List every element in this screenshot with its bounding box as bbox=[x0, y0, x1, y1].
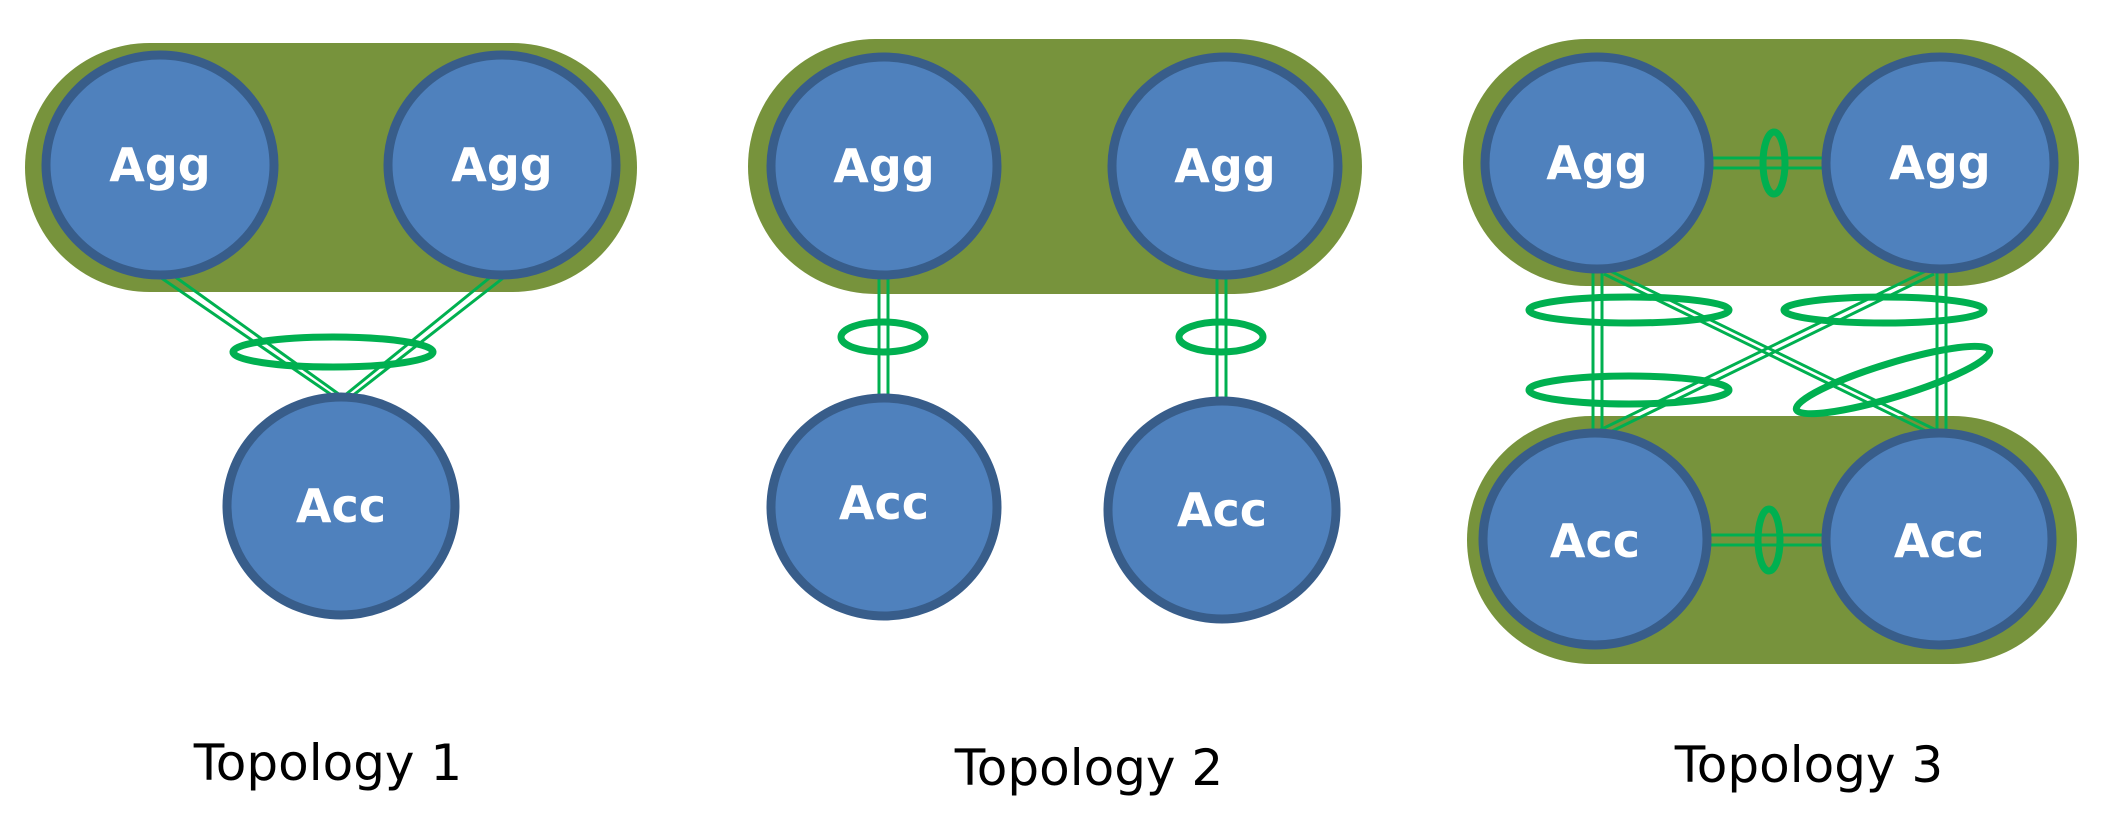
link-acc1-acc2 bbox=[1710, 533, 1824, 547]
node-acc-2: Acc bbox=[1103, 396, 1341, 624]
node-acc-1: Acc bbox=[1478, 428, 1712, 650]
node-label: Acc bbox=[1177, 483, 1267, 537]
node-agg-1: Agg bbox=[41, 50, 279, 280]
link-agg1-acc1 bbox=[877, 275, 890, 400]
link-agg1-agg2 bbox=[1710, 156, 1826, 170]
node-agg-1: Agg bbox=[766, 52, 1002, 280]
node-label: Acc bbox=[1550, 514, 1640, 568]
topology-caption: Topology 1 bbox=[193, 734, 462, 792]
node-agg-2: Agg bbox=[1821, 52, 2059, 274]
topology-3: Agg Agg Acc Acc Topology 3 bbox=[1463, 39, 2079, 794]
node-agg-1: Agg bbox=[1480, 52, 1714, 274]
lag-bundle-ring bbox=[229, 333, 437, 371]
node-label: Agg bbox=[1889, 136, 1990, 190]
lag-bundle-ring bbox=[1780, 293, 1988, 327]
node-agg-2: Agg bbox=[383, 50, 621, 280]
node-label: Agg bbox=[1174, 139, 1275, 193]
lag-bundle-ring bbox=[837, 318, 929, 356]
node-label: Acc bbox=[296, 479, 386, 533]
node-agg-2: Agg bbox=[1107, 52, 1343, 280]
node-label: Acc bbox=[1894, 514, 1984, 568]
node-acc-1: Acc bbox=[222, 392, 460, 620]
node-label: Agg bbox=[451, 138, 552, 192]
topology-2: Agg Agg Acc Acc Topology 2 bbox=[748, 39, 1362, 797]
link-agg2-acc1 bbox=[338, 269, 508, 402]
node-label: Acc bbox=[839, 476, 929, 530]
node-label: Agg bbox=[1546, 136, 1647, 190]
node-acc-2: Acc bbox=[1821, 428, 2057, 650]
node-label: Agg bbox=[109, 138, 210, 192]
link-agg1-acc1 bbox=[1591, 268, 1604, 432]
lag-bundle-ring bbox=[1754, 505, 1784, 575]
node-acc-1: Acc bbox=[766, 393, 1002, 621]
lag-bundle-ring bbox=[1792, 342, 1994, 418]
link-agg2-acc2 bbox=[1215, 275, 1228, 402]
link-agg1-acc1 bbox=[156, 269, 348, 402]
topology-1: Agg Agg Acc Topology 1 bbox=[25, 43, 637, 792]
lag-bundle-ring bbox=[1525, 372, 1733, 408]
lag-bundle-ring bbox=[1759, 128, 1789, 198]
node-label: Agg bbox=[833, 139, 934, 193]
topology-caption: Topology 2 bbox=[954, 739, 1223, 797]
lag-bundle-ring bbox=[1525, 293, 1733, 327]
topology-caption: Topology 3 bbox=[1674, 736, 1943, 794]
lag-bundle-ring bbox=[1175, 318, 1267, 356]
